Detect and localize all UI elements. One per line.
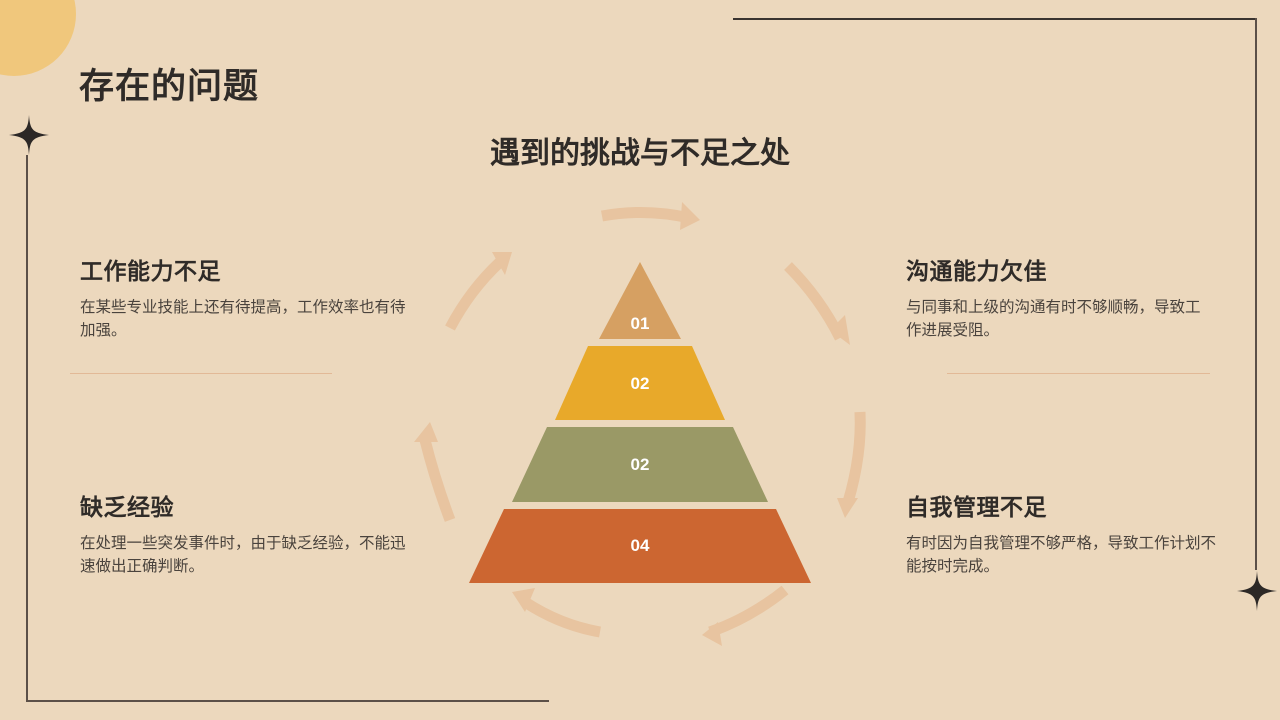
pyramid-label-2: 02: [630, 374, 650, 393]
issue-description: 在处理一些突发事件时，由于缺乏经验，不能迅速做出正确判断。: [80, 534, 406, 575]
issue-heading: 沟通能力欠佳: [906, 259, 1047, 285]
frame-line-right: [1255, 18, 1257, 570]
sparkle-star-icon: [1237, 571, 1277, 611]
issue-communication: 沟通能力欠佳 与同事和上级的沟通有时不够顺畅，导致工作进展受阻。: [906, 252, 1206, 342]
divider: [947, 373, 1210, 374]
pyramid-label-3: 02: [630, 455, 650, 474]
pyramid-layer-2: [555, 346, 725, 420]
frame-line-bottom: [26, 700, 549, 702]
issue-work-ability: 工作能力不足 在某些专业技能上还有待提高，工作效率也有待加强。: [80, 252, 410, 342]
pyramid-layer-1: [599, 262, 681, 339]
cycle-arrows-ring: [400, 180, 880, 660]
issue-description: 有时因为自我管理不够严格，导致工作计划不能按时完成。: [906, 534, 1217, 575]
pyramid-label-4: 04: [630, 536, 650, 555]
decorative-circle: [0, 0, 76, 76]
pyramid-chart: 01 02 02 04: [460, 250, 820, 590]
issue-heading: 工作能力不足: [80, 259, 221, 285]
frame-line-top: [733, 18, 1257, 20]
frame-line-left: [26, 155, 28, 702]
issue-heading: 缺乏经验: [80, 495, 174, 521]
page-title: 存在的问题: [79, 67, 260, 107]
sparkle-star-icon: [9, 115, 49, 155]
pyramid-label-1: 01: [630, 314, 650, 333]
section-subtitle: 遇到的挑战与不足之处: [490, 136, 790, 171]
issue-self-management: 自我管理不足 有时因为自我管理不够严格，导致工作计划不能按时完成。: [906, 488, 1216, 578]
issue-description: 与同事和上级的沟通有时不够顺畅，导致工作进展受阻。: [906, 298, 1201, 339]
issue-lack-experience: 缺乏经验 在处理一些突发事件时，由于缺乏经验，不能迅速做出正确判断。: [80, 488, 410, 578]
pyramid-layer-3: [512, 427, 768, 502]
divider: [70, 373, 332, 374]
issue-description: 在某些专业技能上还有待提高，工作效率也有待加强。: [80, 298, 406, 339]
cycle-arrows-icon: [414, 202, 866, 646]
issue-heading: 自我管理不足: [906, 495, 1047, 521]
pyramid-layer-4: [469, 509, 811, 583]
